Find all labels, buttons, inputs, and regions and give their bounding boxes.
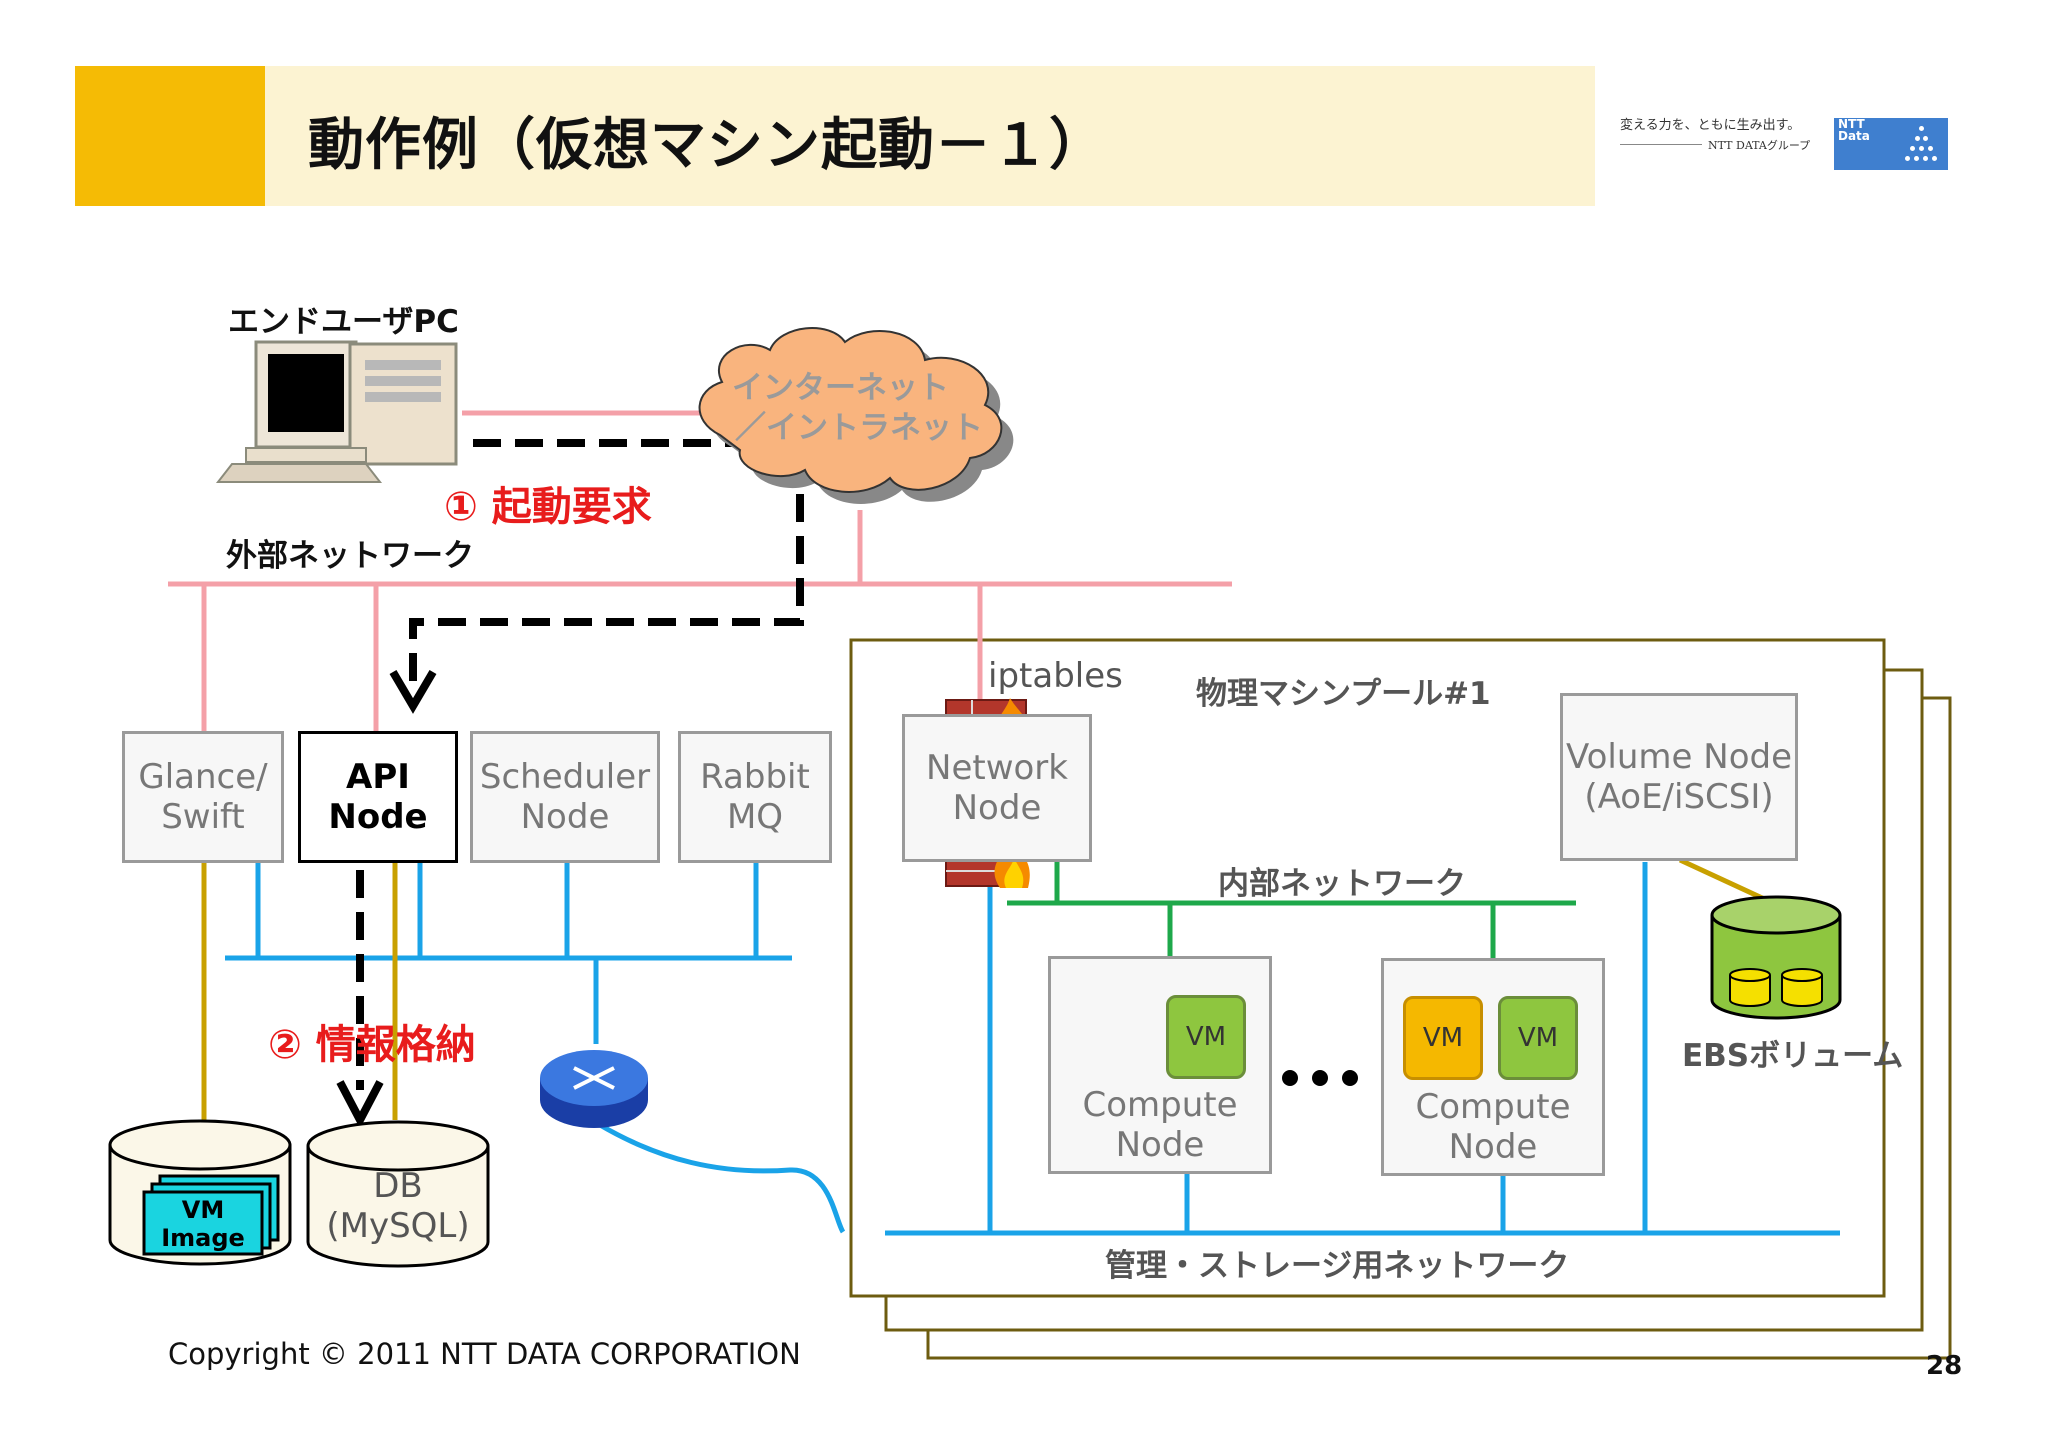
ebs-label: EBSボリューム [1682,1038,1904,1074]
db-line1: DB [373,1166,423,1206]
external-network-lines [168,410,1232,733]
step2-label: ② 情報格納 [268,1022,476,1068]
compute2-line2: Node [1448,1127,1538,1167]
logo-group: NTT DATAグループ [1708,139,1811,152]
intranet-label: ／イントラネット [735,410,983,446]
copyright: Copyright © 2011 NTT DATA CORPORATION [168,1337,801,1371]
logo-tagline: 変える力を、ともに生み出す。 [1620,118,1801,133]
pool-label: 物理マシンプール#1 [1196,676,1491,712]
internal-network-label: 内部ネットワーク [1218,866,1466,902]
volume-line2: (AoE/iSCSI) [1584,777,1774,817]
step1-label: ① 起動要求 [444,484,652,530]
storage-links [201,857,1775,1120]
logo-dots-icon [1900,124,1944,168]
db-label: DB (MySQL) [318,1166,478,1246]
page-number: 28 [1926,1351,1963,1381]
router-icon [540,1050,648,1128]
glance-storage-cylinder [108,1119,292,1266]
vm-image-line2: Image [161,1224,245,1252]
network-line2: Node [952,788,1042,828]
vm-image-line1: VM [181,1196,225,1224]
logo-divider [1620,144,1702,145]
cloud-icon [698,327,1014,504]
rabbit-line1: Rabbit [700,757,810,797]
volume-node: Volume Node(AoE/iSCSI) [1560,693,1798,861]
vm-yellow-label: VM [1422,1023,1464,1053]
volume-line1: Volume Node [1566,737,1792,777]
ntt-data-logo-text: NTT Data [1838,117,1870,143]
iptables-label: iptables [988,656,1123,696]
glance-line1: Glance/ [138,757,268,797]
vm-green-2-label: VM [1517,1023,1559,1053]
vm-image-label: VM Image [148,1196,258,1252]
glance-line2: Swift [161,797,245,837]
arrow-head-1 [389,669,437,714]
header-accent [75,66,265,206]
compute2-line1: Compute [1415,1087,1571,1127]
vm-green-2: VM [1498,996,1578,1080]
external-network-label: 外部ネットワーク [226,538,474,574]
db-line2: (MySQL) [326,1206,470,1246]
flow-arrows [356,439,804,1090]
scheduler-line2: Node [520,797,610,837]
vm-green-1-label: VM [1185,1022,1227,1052]
api-line2: Node [328,797,428,837]
page-title: 動作例（仮想マシン起動－１） [308,113,1106,178]
db-cylinder [306,1120,490,1268]
vm-yellow: VM [1403,996,1483,1080]
glance-swift-node: Glance/Swift [122,731,284,863]
end-user-pc-icon [215,340,458,483]
mgmt-network-lines [225,862,1840,1236]
api-line1: API [346,757,410,797]
compute1-line1: Compute [1082,1085,1238,1125]
internet-label: インターネット [732,370,949,406]
ebs-volume-cylinder [1710,895,1842,1020]
internal-network-lines [1007,862,1576,958]
mgmt-network-label: 管理・ストレージ用ネットワーク [1105,1248,1570,1284]
rabbit-line2: MQ [726,797,784,837]
header-band [265,66,1595,206]
network-line1: Network [926,748,1068,788]
end-user-pc-label: エンドユーザPC [228,304,459,340]
arrow-head-2 [336,1080,384,1129]
vm-green-1: VM [1166,995,1246,1079]
ntt-data-logo [1834,118,1948,170]
scheduler-line1: Scheduler [479,757,651,797]
compute1-line2: Node [1115,1125,1205,1165]
